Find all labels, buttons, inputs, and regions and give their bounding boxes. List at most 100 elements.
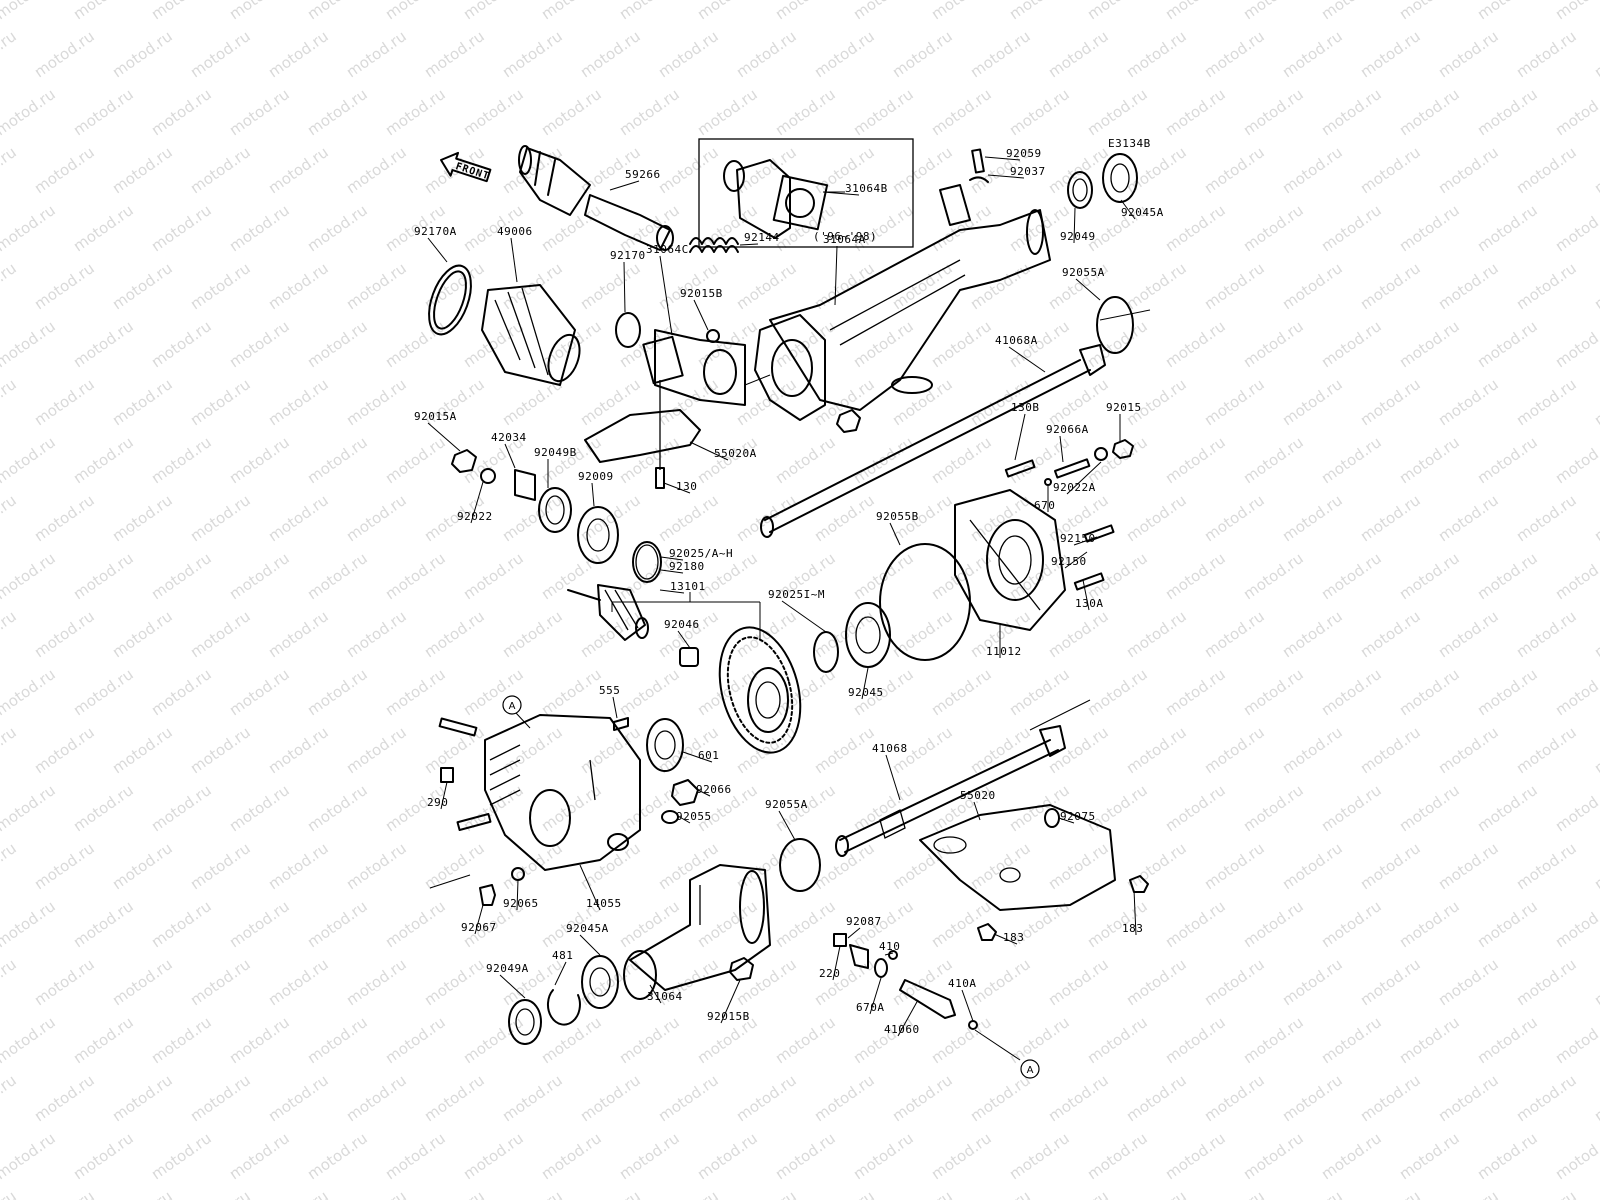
nut-92015 [1112,439,1134,459]
watermark-text: motod.ru [1201,375,1268,429]
watermark-text: motod.ru [343,1187,410,1200]
part-label: 130A [1075,597,1104,610]
watermark-text: motod.ru [1552,897,1600,951]
watermark-text: motod.ru [1474,781,1541,835]
part-label: 92066 [696,783,732,796]
watermark-text: motod.ru [382,433,449,487]
watermark-text: motod.ru [772,1129,839,1183]
watermark-text: motod.ru [1552,201,1600,255]
watermark-text: motod.ru [928,897,995,951]
part-label: 670A [856,1001,885,1014]
leader-line [504,443,516,469]
boot-assembly [428,264,581,386]
watermark-text: motod.ru [1396,433,1463,487]
part-label: 92015B [680,287,723,300]
watermark-text: motod.ru [967,27,1034,81]
watermark-text: motod.ru [1084,781,1151,835]
watermark-text: motod.ru [187,27,254,81]
watermark-text: motod.ru [265,491,332,545]
watermark-text: motod.ru [382,1129,449,1183]
watermark-text: motod.ru [655,491,722,545]
watermark-text: motod.ru [1435,491,1502,545]
leader-line [889,522,901,546]
watermark-text: motod.ru [1279,259,1346,313]
watermark-text: motod.ru [616,1013,683,1067]
watermark-text: motod.ru [109,607,176,661]
watermark-text: motod.ru [265,607,332,661]
leader-line [961,989,974,1022]
leader-line [884,952,894,956]
watermark-text: motod.ru [772,0,839,23]
bolt-130-top [655,467,665,489]
watermark-text: motod.ru [1123,955,1190,1009]
guard-55020a [584,409,701,463]
watermark-text: motod.ru [1279,1071,1346,1125]
pin-92059 [971,148,985,174]
watermark-text: motod.ru [0,723,20,777]
watermark-text: motod.ru [1435,955,1502,1009]
watermark-text: motod.ru [733,1187,800,1200]
watermark-text: motod.ru [382,317,449,371]
watermark-text: motod.ru [577,27,644,81]
part-label: 92049B [534,446,577,459]
watermark-text: motod.ru [1123,839,1190,893]
watermark-text: motod.ru [1318,1013,1385,1067]
watermark-text: motod.ru [1006,0,1073,23]
watermark-text: motod.ru [655,1187,722,1200]
watermark-text: motod.ru [733,1071,800,1125]
watermark-text: motod.ru [967,839,1034,893]
watermark-text: motod.ru [967,1187,1034,1200]
watermark-text: motod.ru [343,607,410,661]
leader-line [609,180,640,191]
bolt-183-left [977,923,997,941]
watermark-text: motod.ru [1084,317,1151,371]
watermark-text: motod.ru [1279,839,1346,893]
watermark-text: motod.ru [304,781,371,835]
watermark-text: motod.ru [304,897,371,951]
leader-line [720,979,741,1024]
watermark-text: motod.ru [1591,1071,1600,1125]
watermark-text: motod.ru [1357,1071,1424,1125]
leader-line [516,879,519,911]
watermark-text: motod.ru [1591,27,1600,81]
watermark-text: motod.ru [577,1187,644,1200]
watermark-text: motod.ru [1240,0,1307,23]
watermark-text: motod.ru [1201,1187,1268,1200]
watermark-text: motod.ru [1006,781,1073,835]
part-label: 92055A [765,798,808,811]
leader-line [1073,207,1076,244]
watermark-text: motod.ru [1474,201,1541,255]
watermark-text: motod.ru [1591,143,1600,197]
leader-line [1059,435,1064,463]
watermark-text: motod.ru [1513,1071,1580,1125]
bearing-92045 [845,602,891,668]
watermark-text: motod.ru [265,839,332,893]
watermark-text: motod.ru [1279,955,1346,1009]
watermark-text: motod.ru [226,317,293,371]
watermark-text: motod.ru [187,607,254,661]
watermark-text: motod.ru [304,1013,371,1067]
watermark-text: motod.ru [733,259,800,313]
watermark-text: motod.ru [1318,201,1385,255]
watermark-text: motod.ru [1357,723,1424,777]
cap-92075 [1044,808,1060,828]
watermark-text: motod.ru [499,1187,566,1200]
watermark-text: motod.ru [655,1071,722,1125]
watermark-text: motod.ru [694,0,761,23]
watermark-text: motod.ru [1084,1129,1151,1183]
watermark-text: motod.ru [928,1013,995,1067]
watermark-text: motod.ru [304,201,371,255]
case-14055 [484,714,641,871]
watermark-text: motod.ru [1240,549,1307,603]
watermark-text: motod.ru [1357,1187,1424,1200]
watermark-text: motod.ru [499,27,566,81]
watermark-text: motod.ru [1201,259,1268,313]
watermark-text: motod.ru [1591,1187,1600,1200]
shaft-41068 [835,725,1066,857]
part-label: 41068A [995,334,1038,347]
pin-670 [1044,478,1052,486]
watermark-text: motod.ru [1045,723,1112,777]
watermark-text: motod.ru [31,839,98,893]
watermark-text: motod.ru [148,781,215,835]
